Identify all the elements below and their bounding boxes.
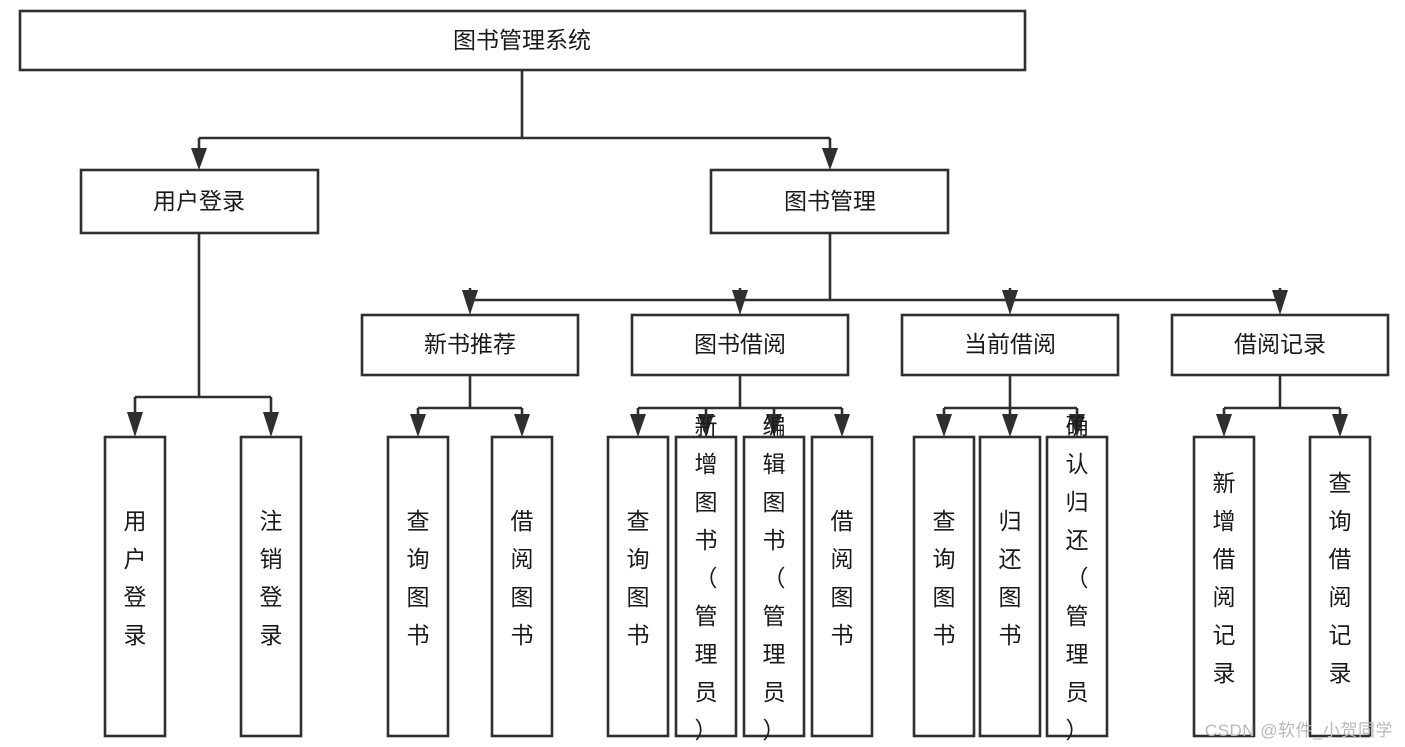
arrow-cb-leaf-1 (936, 414, 952, 437)
leaf-br-add-record[interactable]: 新增借阅记录 (1192, 435, 1256, 738)
node-new-book-recommend[interactable]: 新书推荐 (360, 313, 580, 377)
leaf-bb-add-book[interactable]: 新增图书（管理员） (674, 413, 738, 743)
leaf-user-login-login-box[interactable] (103, 435, 167, 738)
arrow-to-leaf-logout (263, 412, 279, 437)
node-root-label: 图书管理系统 (453, 27, 591, 53)
leaf-nbr-query-book-box[interactable] (386, 435, 450, 738)
leaf-cb-confirm-return-box[interactable] (1045, 435, 1109, 738)
arrow-nbr-leaf-2 (514, 414, 530, 437)
leaf-nbr-borrow-book-box[interactable] (490, 435, 554, 738)
leaf-user-login-logout-box[interactable] (239, 435, 303, 738)
leaf-nbr-borrow-book-label: 借阅图书 (511, 508, 534, 648)
leaf-user-login-logout-label: 注销登录 (260, 508, 283, 648)
node-borrow-record-box[interactable] (1170, 313, 1390, 377)
node-book-management[interactable]: 图书管理 (709, 168, 950, 235)
node-root-box[interactable] (18, 9, 1027, 72)
leaf-user-login-logout[interactable]: 注销登录 (239, 435, 303, 738)
arrow-to-user-login (191, 148, 207, 170)
node-new-book-recommend-box[interactable] (360, 313, 580, 377)
leaf-bb-borrow-book-box[interactable] (810, 435, 874, 738)
node-user-login[interactable]: 用户登录 (79, 168, 320, 235)
leaf-bb-add-book-box[interactable] (674, 435, 738, 738)
leaf-cb-return-book-box[interactable] (978, 435, 1042, 738)
node-current-borrow-label: 当前借阅 (964, 331, 1056, 357)
node-borrow-record[interactable]: 借阅记录 (1170, 313, 1390, 377)
leaf-cb-confirm-return-label: 确认归还（管理员） (1066, 413, 1089, 743)
leaf-bb-add-book-label: 新增图书（管理员） (695, 413, 718, 743)
leaf-bb-borrow-book[interactable]: 借阅图书 (810, 435, 874, 738)
arrow-to-borrow-record (1272, 290, 1288, 315)
arrow-to-book-mgmt (822, 148, 838, 170)
node-book-borrow-box[interactable] (630, 313, 850, 377)
leaf-user-login-login-label: 用户登录 (124, 508, 147, 648)
leaf-cb-confirm-return[interactable]: 确认归还（管理员） (1045, 413, 1109, 743)
arrow-to-leaf-user-login (127, 412, 143, 437)
leaf-br-add-record-box[interactable] (1192, 435, 1256, 738)
node-user-login-box[interactable] (79, 168, 320, 235)
leaf-br-query-record[interactable]: 查询借阅记录 (1308, 435, 1372, 738)
leaf-nbr-query-book[interactable]: 查询图书 (386, 435, 450, 738)
leaf-bb-edit-book-label: 编辑图书（管理员） (763, 413, 786, 743)
node-borrow-record-label: 借阅记录 (1234, 331, 1326, 357)
leaf-nbr-borrow-book[interactable]: 借阅图书 (490, 435, 554, 738)
node-new-book-recommend-label: 新书推荐 (424, 331, 516, 357)
node-user-login-label: 用户登录 (153, 188, 245, 214)
leaf-bb-query-book-label: 查询图书 (627, 508, 650, 648)
node-current-borrow-box[interactable] (900, 313, 1120, 377)
leaf-br-add-record-label: 新增借阅记录 (1213, 470, 1236, 686)
arrow-bb-leaf-2 (698, 414, 714, 437)
arrow-br-leaf-2 (1332, 414, 1348, 437)
node-book-management-box[interactable] (709, 168, 950, 235)
node-root[interactable]: 图书管理系统 (18, 9, 1027, 72)
leaf-cb-query-book[interactable]: 查询图书 (912, 435, 976, 738)
leaf-nbr-query-book-label: 查询图书 (407, 508, 430, 648)
leaf-br-query-record-label: 查询借阅记录 (1329, 470, 1352, 686)
leaf-cb-query-book-label: 查询图书 (933, 508, 956, 648)
arrow-to-book-borrow (732, 290, 748, 315)
arrow-nbr-leaf-1 (410, 414, 426, 437)
leaf-br-query-record-box[interactable] (1308, 435, 1372, 738)
edges-layer (127, 70, 1348, 437)
node-book-management-label: 图书管理 (784, 188, 876, 214)
leaf-bb-query-book-box[interactable] (606, 435, 670, 738)
node-book-borrow-label: 图书借阅 (694, 331, 786, 357)
leaf-bb-borrow-book-label: 借阅图书 (831, 508, 854, 648)
node-book-borrow[interactable]: 图书借阅 (630, 313, 850, 377)
leaf-bb-edit-book-box[interactable] (742, 435, 806, 738)
arrow-cb-leaf-3 (1069, 414, 1085, 437)
arrow-to-new-book-recommend (462, 290, 478, 315)
leaf-user-login-login[interactable]: 用户登录 (103, 435, 167, 738)
leaf-bb-query-book[interactable]: 查询图书 (606, 435, 670, 738)
node-current-borrow[interactable]: 当前借阅 (900, 313, 1120, 377)
leaf-cb-return-book[interactable]: 归还图书 (978, 435, 1042, 738)
leaf-cb-return-book-label: 归还图书 (999, 508, 1022, 648)
leaf-cb-query-book-box[interactable] (912, 435, 976, 738)
arrow-bb-leaf-3 (766, 414, 782, 437)
arrow-cb-leaf-2 (1002, 414, 1018, 437)
arrow-to-current-borrow (1002, 290, 1018, 315)
arrow-br-leaf-1 (1216, 414, 1232, 437)
arrow-bb-leaf-4 (834, 414, 850, 437)
leaf-bb-edit-book[interactable]: 编辑图书（管理员） (742, 413, 806, 743)
arrow-bb-leaf-1 (630, 414, 646, 437)
